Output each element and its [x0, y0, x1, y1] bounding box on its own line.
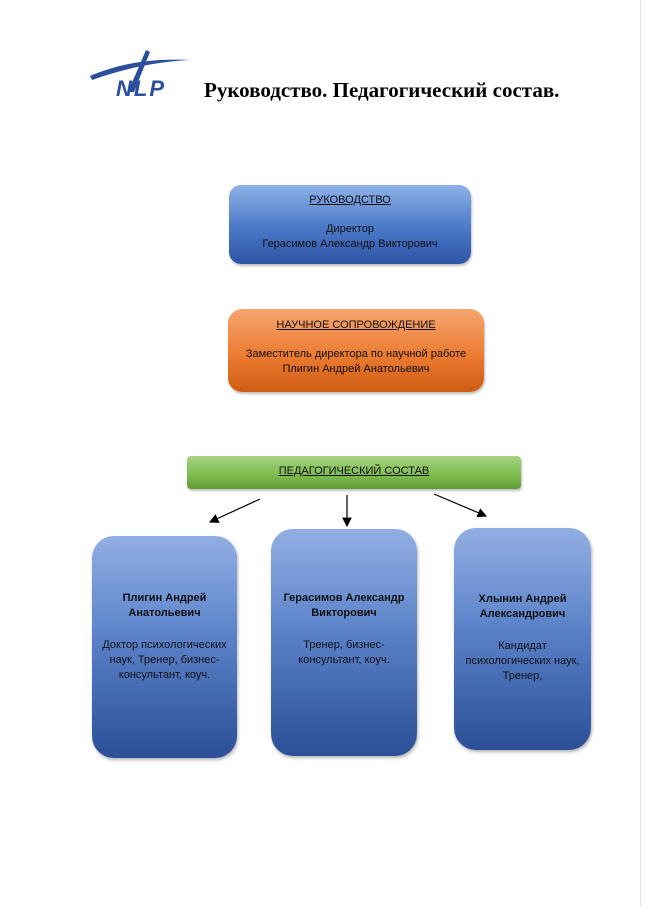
nlp-logo: NLP: [90, 50, 190, 101]
staff-name: Герасимов Александр Викторович: [283, 592, 405, 619]
teaching-heading: ПЕДАГОГИЧЕСКИЙ СОСТАВ: [278, 465, 430, 477]
management-heading: РУКОВОДСТВО: [309, 194, 391, 206]
page-edge-line: [640, 0, 641, 906]
management-role: Директор: [326, 223, 374, 235]
science-box: НАУЧНОЕ СОПРОВОЖДЕНИЕ Заместитель директ…: [228, 309, 484, 392]
staff-card-khlynin: Хлынин Андрей Александрович Кандидат пси…: [454, 528, 591, 750]
science-name: Плигин Андрей Анатольевич: [282, 363, 430, 375]
page-title: Руководство. Педагогический состав.: [204, 78, 560, 102]
arrow-left: [208, 498, 261, 523]
arrow-right: [433, 493, 488, 518]
staff-description: Кандидат психологических наук, Тренер,: [465, 640, 580, 682]
teaching-staff-bar: ПЕДАГОГИЧЕСКИЙ СОСТАВ: [187, 456, 521, 489]
staff-description: Тренер, бизнес-консультант, коуч.: [298, 639, 390, 666]
staff-card-pligin: Плигин Андрей Анатольевич Доктор психоло…: [92, 536, 237, 758]
staff-card-gerasimov: Герасимов Александр Викторович Тренер, б…: [271, 529, 417, 756]
logo-swoosh: [90, 59, 190, 80]
management-name: Герасимов Александр Викторович: [262, 238, 438, 250]
staff-description: Доктор психологических наук, Тренер, биз…: [102, 639, 227, 681]
management-box: РУКОВОДСТВО Директор Герасимов Александр…: [229, 185, 471, 264]
science-heading: НАУЧНОЕ СОПРОВОЖДЕНИЕ: [276, 319, 436, 331]
logo-text: NLP: [116, 76, 166, 101]
logo-arrow: [128, 50, 150, 92]
staff-name: Хлынин Андрей Александрович: [478, 593, 567, 620]
staff-name: Плигин Андрей Анатольевич: [122, 592, 207, 619]
science-role: Заместитель директора по научной работе: [245, 348, 467, 360]
